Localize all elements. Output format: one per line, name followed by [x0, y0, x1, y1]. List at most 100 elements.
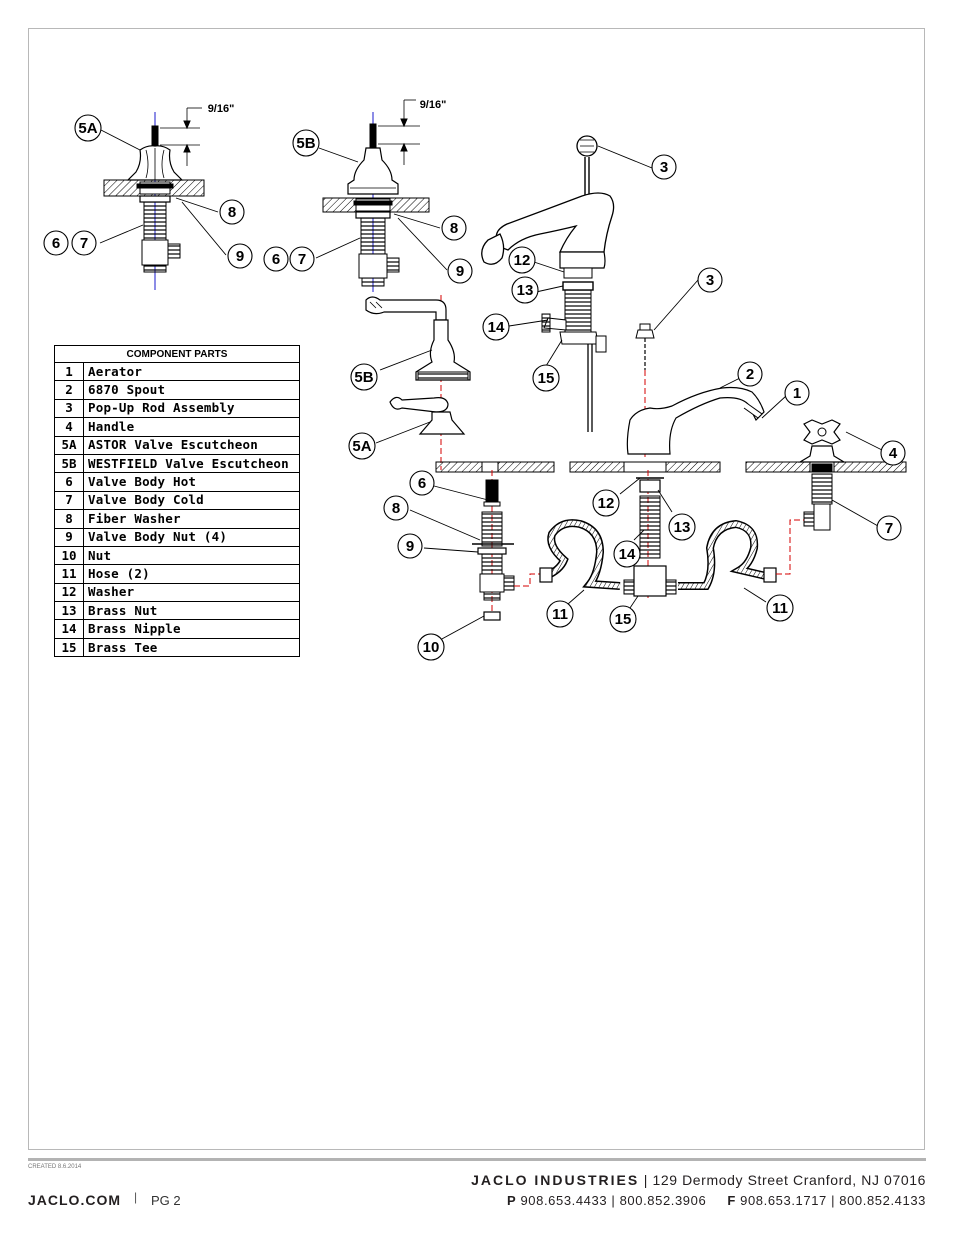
- valve-5a-assembly: [99, 107, 227, 290]
- part-number: 6: [54, 472, 84, 492]
- footer-divider: [28, 1158, 926, 1161]
- callout-11-right: 11: [772, 600, 788, 617]
- part-name: 6870 Spout: [83, 380, 300, 400]
- callout-5a-left: 5A: [78, 120, 97, 137]
- callout-circles: [43, 114, 906, 661]
- callout-14-low: 14: [619, 546, 636, 563]
- callout-7-mid: 7: [298, 251, 306, 268]
- part-name: Valve Body Cold: [83, 490, 300, 511]
- part-number: 11: [54, 564, 84, 584]
- part-name: Handle: [83, 417, 300, 437]
- company-name: JACLO INDUSTRIES: [471, 1172, 640, 1188]
- part-name: Aerator: [83, 361, 300, 382]
- part-number: 9: [54, 527, 84, 547]
- callout-6-low: 6: [418, 475, 426, 492]
- website-link[interactable]: JACLO.COM: [28, 1192, 121, 1208]
- part-name: Brass Tee: [83, 637, 300, 658]
- callout-10: 10: [423, 639, 440, 656]
- callout-5b-mid: 5B: [296, 135, 315, 152]
- callout-12-low: 12: [598, 495, 615, 512]
- part-name: Brass Nut: [83, 601, 300, 621]
- tee-lower: [619, 470, 677, 609]
- part-name: Nut: [83, 545, 300, 566]
- page-frame: [28, 28, 925, 1150]
- part-number: 4: [54, 417, 84, 437]
- contact-numbers: P 908.653.4433 | 800.852.3906 F 908.653.…: [507, 1193, 926, 1208]
- callout-8-mid: 8: [450, 220, 458, 237]
- part-name: Brass Nipple: [83, 619, 300, 639]
- callout-13-low: 13: [674, 519, 691, 536]
- part-number: 15: [54, 637, 84, 658]
- part-name: Fiber Washer: [83, 509, 300, 529]
- spout-assembly-top: [481, 135, 653, 432]
- part-number: 12: [54, 582, 84, 603]
- part-number: 13: [54, 601, 84, 621]
- part-number: 8: [54, 509, 84, 529]
- callout-4: 4: [889, 445, 898, 462]
- part-name: Valve Body Hot: [83, 472, 300, 492]
- callout-8-left: 8: [228, 204, 236, 221]
- spout-assembly-mid: [626, 279, 787, 460]
- company-address: JACLO INDUSTRIES | 129 Dermody Street Cr…: [471, 1172, 926, 1188]
- part-name: Washer: [83, 582, 300, 603]
- callout-13-top: 13: [517, 282, 534, 299]
- part-number: 14: [54, 619, 84, 639]
- dimension-label-left: 9/16": [208, 103, 235, 115]
- right-handle-assembly: [797, 419, 883, 531]
- callout-14-top: 14: [488, 319, 505, 336]
- part-number: 5B: [54, 453, 84, 474]
- callout-1: 1: [793, 385, 801, 402]
- callout-5b-low: 5B: [354, 369, 373, 386]
- callout-8-low: 8: [392, 500, 400, 517]
- part-name: Hose (2): [83, 564, 300, 584]
- callout-7-left: 7: [80, 235, 88, 252]
- callout-2: 2: [746, 366, 754, 383]
- address-separator: |: [643, 1172, 648, 1188]
- part-number: 3: [54, 398, 84, 419]
- callout-15-top: 15: [538, 370, 555, 387]
- valve-5b-assembly: [315, 99, 448, 292]
- footer-separator: |: [134, 1190, 138, 1204]
- created-date: CREATED 8.6.2014: [28, 1164, 82, 1170]
- handles-middle: [365, 295, 471, 470]
- hoses: [514, 519, 804, 605]
- fax-label: F: [727, 1193, 736, 1208]
- part-number: 7: [54, 490, 84, 511]
- part-number: 10: [54, 545, 84, 566]
- callout-labels: 5A 8 9 6 7 5B 8 9 6 7 3 12 13 14 15 3 2 …: [52, 99, 898, 656]
- callout-7-right: 7: [885, 520, 893, 537]
- part-name: WESTFIELD Valve Escutcheon: [83, 453, 300, 474]
- valve-6-lower: [409, 470, 515, 641]
- fax-numbers: 908.653.1717 | 800.852.4133: [740, 1193, 926, 1208]
- part-name: Valve Body Nut (4): [83, 527, 300, 547]
- dimension-label-mid: 9/16": [420, 99, 447, 111]
- callout-9-left: 9: [236, 248, 244, 265]
- callout-6-mid: 6: [272, 251, 280, 268]
- part-number: 1: [54, 361, 84, 382]
- phone-label: P: [506, 1193, 517, 1208]
- table-header: COMPONENT PARTS: [54, 345, 300, 363]
- phone-numbers: 908.653.4433 | 800.852.3906: [520, 1193, 707, 1208]
- part-name: ASTOR Valve Escutcheon: [83, 435, 300, 455]
- callout-6-left: 6: [52, 235, 60, 252]
- callout-3-top: 3: [660, 159, 668, 176]
- part-number: 5A: [54, 435, 84, 455]
- callout-15-low: 15: [615, 611, 632, 628]
- callout-12-top: 12: [514, 252, 531, 269]
